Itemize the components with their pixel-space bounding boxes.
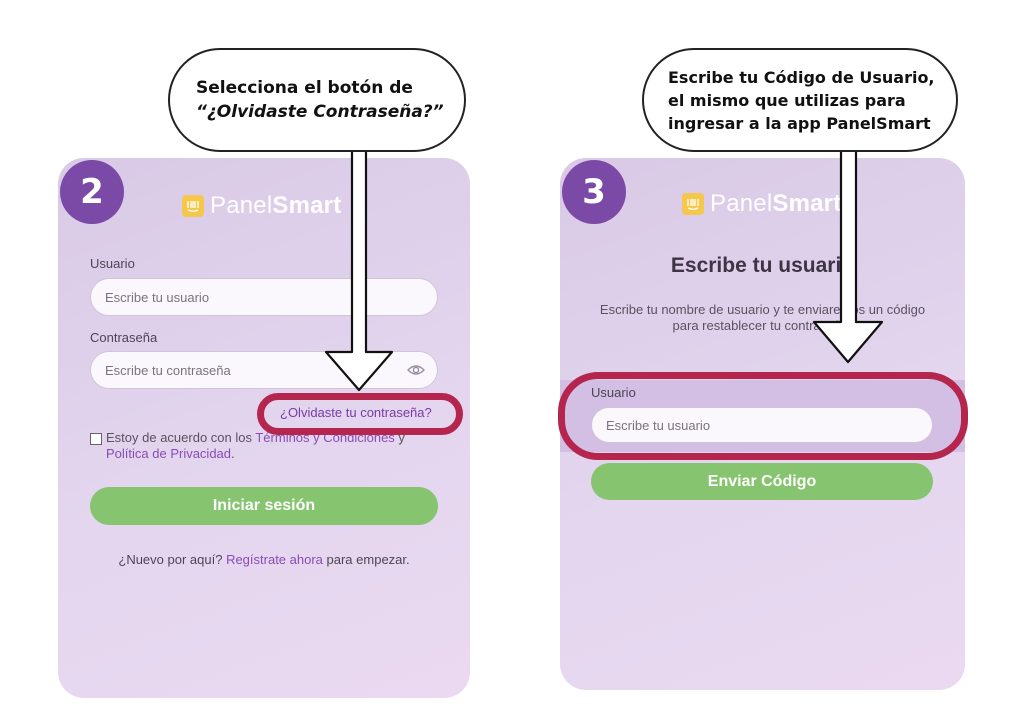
- arrow-to-usuario-field: [812, 148, 884, 364]
- forgot-link-highlight: [257, 393, 463, 435]
- page-title: Escribe tu usuario: [670, 254, 855, 277]
- privacy-link[interactable]: Política de Privacidad: [106, 446, 232, 461]
- usuario-input[interactable]: Escribe tu usuario: [90, 278, 438, 316]
- arrow-to-forgot-link: [324, 148, 394, 392]
- terms-and: y: [394, 430, 405, 445]
- callout-2-line-1: Selecciona el botón de: [196, 78, 413, 98]
- signup-suffix: para empezar.: [322, 552, 410, 567]
- send-code-button[interactable]: Enviar Código: [591, 463, 933, 500]
- description-line-2: para restablecer tu contraseña.: [672, 318, 853, 333]
- barcode-cart-icon: [682, 193, 704, 215]
- signup-prompt: ¿Nuevo por aquí? Regístrate ahora para e…: [58, 552, 470, 567]
- instruction-callout-step-3: Escribe tu Código de Usuario, el mismo q…: [642, 48, 958, 152]
- privacy-suffix: .: [231, 446, 235, 461]
- callout-2-line-2: “¿Olvidaste Contraseña?”: [196, 102, 444, 122]
- password-label: Contraseña: [90, 330, 158, 345]
- terms-prefix: Estoy de acuerdo con los: [106, 430, 256, 445]
- logo-word-panel: Panel: [210, 192, 273, 219]
- barcode-cart-icon: [182, 195, 204, 217]
- callout-3-line-3: ingresar a la app PanelSmart: [668, 113, 931, 133]
- signup-link[interactable]: Regístrate ahora: [226, 552, 323, 567]
- panelsmart-logo: PanelSmart: [182, 192, 341, 220]
- panelsmart-logo: PanelSmart: [682, 190, 841, 218]
- logo-word-smart: Smart: [772, 190, 842, 217]
- usuario-label: Usuario: [90, 256, 135, 271]
- instruction-callout-step-2: Selecciona el botón de “¿Olvidaste Contr…: [168, 48, 466, 152]
- usuario-field-highlight: [558, 372, 968, 460]
- step-number-badge: 2: [60, 160, 124, 224]
- callout-3-line-1: Escribe tu Código de Usuario,: [668, 67, 935, 87]
- signup-prefix: ¿Nuevo por aquí?: [118, 552, 227, 567]
- eye-icon[interactable]: [407, 363, 425, 380]
- usuario-placeholder: Escribe tu usuario: [606, 417, 711, 433]
- terms-checkbox[interactable]: [90, 433, 102, 445]
- logo-word-panel: Panel: [710, 190, 773, 217]
- logo-word-smart: Smart: [272, 192, 342, 219]
- forgot-password-link[interactable]: ¿Olvidaste tu contraseña?: [280, 405, 432, 420]
- password-placeholder: Escribe tu contraseña: [105, 362, 231, 378]
- usuario-label: Usuario: [591, 385, 636, 400]
- step-number-badge: 3: [562, 160, 626, 224]
- callout-3-line-2: el mismo que utilizas para: [668, 90, 906, 110]
- usuario-placeholder: Escribe tu usuario: [105, 289, 210, 305]
- login-button[interactable]: Iniciar sesión: [90, 487, 438, 525]
